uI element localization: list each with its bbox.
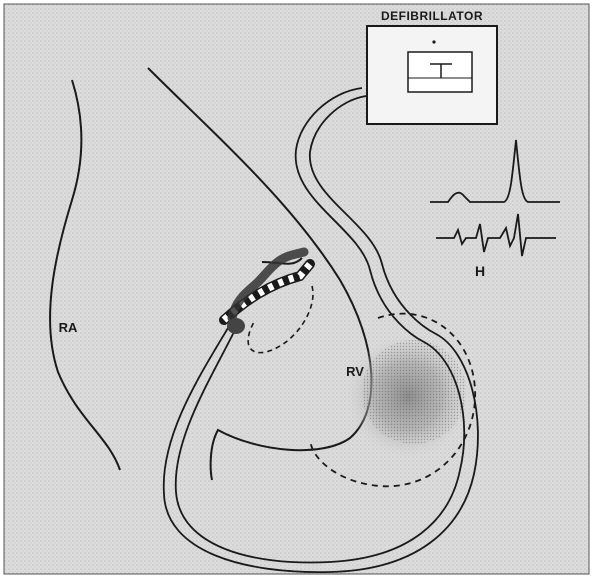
device-label: DEFIBRILLATOR (381, 9, 483, 23)
stippled-dots (362, 340, 466, 444)
right-atrium-label: RA (59, 320, 78, 335)
av-node (227, 318, 245, 334)
defibrillator-device (367, 26, 497, 124)
background-panel (4, 4, 589, 574)
right-ventricle-label: RV (346, 364, 364, 379)
his-marker-label: H (475, 263, 485, 279)
